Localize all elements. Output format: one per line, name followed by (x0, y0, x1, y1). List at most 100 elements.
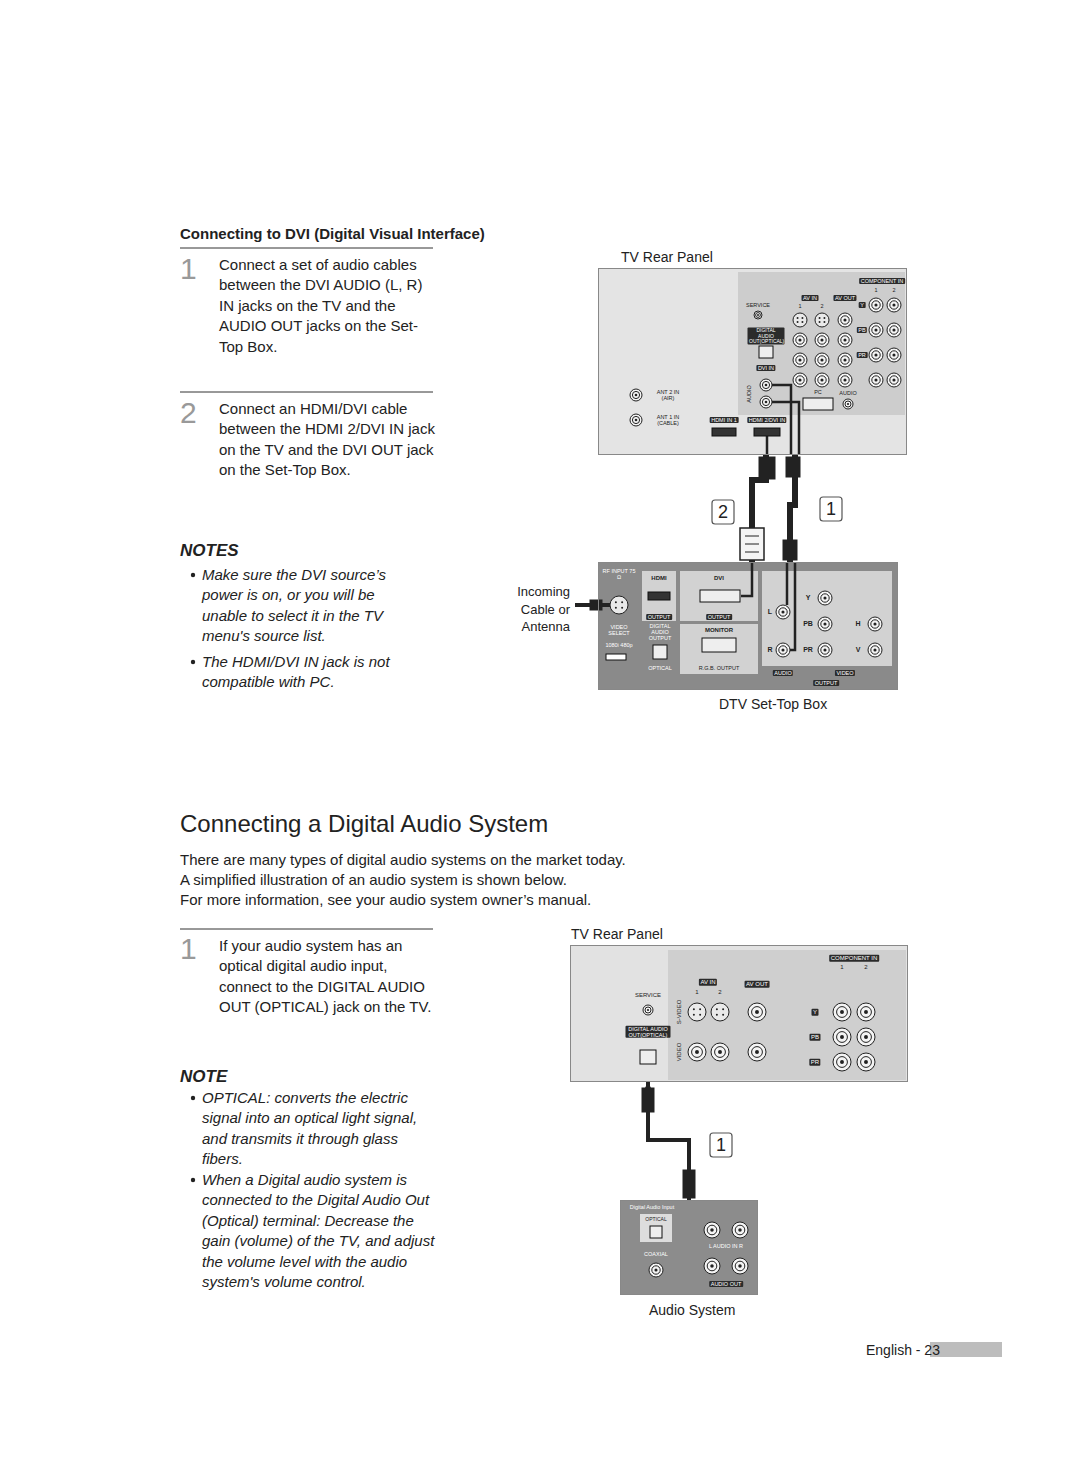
rca-jack (857, 1003, 875, 1021)
rca-jack (837, 1057, 848, 1068)
rca-jack (823, 596, 826, 599)
rca-jack (632, 391, 639, 398)
rca-jack (872, 326, 880, 334)
tv-panel-2-ground (570, 945, 908, 1082)
body-text: A simplified illustration of an audio sy… (180, 870, 567, 890)
step-number: 1 (180, 252, 197, 285)
rca-jack (793, 373, 807, 387)
jack-label: RF INPUT 75 Ω (600, 568, 638, 580)
rca-jack (815, 333, 829, 347)
jack-label: V (856, 646, 861, 654)
plugs (642, 1088, 654, 1112)
rca-jack (871, 620, 879, 628)
rca-jack (704, 1258, 720, 1274)
jack-label: DIGITAL AUDIO OUT(OPTICAL) (626, 1026, 671, 1038)
rca-jack (823, 648, 826, 651)
rca-jack (818, 376, 826, 384)
device-panel: TV Rear Panel (598, 268, 907, 455)
rca-jack (710, 1264, 714, 1268)
jack-label: 2 (864, 964, 867, 971)
rca-jack (776, 643, 790, 657)
jacks (610, 298, 901, 1277)
rca-jack (704, 1258, 720, 1274)
bullets (191, 1178, 195, 1182)
rca-jack (887, 348, 901, 362)
rca-jack (781, 648, 784, 651)
rca-jack (815, 373, 829, 387)
round-connector (819, 321, 821, 323)
ports (803, 398, 833, 410)
rca-jack (843, 399, 853, 409)
rca-jack (711, 1043, 729, 1061)
rca-jack (818, 336, 826, 344)
jack-label: OUTPUT (813, 680, 839, 686)
body-text: OPTICAL: converts the electric signal in… (202, 1088, 438, 1170)
rca-jack (635, 419, 638, 422)
rca-jack (815, 373, 829, 387)
body-text: Make sure the DVI source’s power is on, … (202, 565, 420, 647)
round-connector (797, 321, 799, 323)
jack-label: 2 (820, 303, 823, 309)
rca-jack (868, 617, 882, 631)
body-text: NOTE (180, 1065, 227, 1088)
ports (650, 1226, 662, 1238)
rca-jack (821, 646, 829, 654)
plugs (745, 544, 759, 545)
rca-jack (869, 298, 883, 312)
rca-jack (872, 301, 880, 309)
stb-ground (762, 571, 892, 666)
rca-jack (760, 379, 772, 391)
audio-system-ground (620, 1200, 758, 1295)
rca-jack (818, 356, 826, 364)
rca-jack (892, 328, 895, 331)
body-text: For more information, see your audio sys… (180, 890, 591, 910)
rca-jack (887, 298, 901, 312)
body-text: Incoming Cable or Antenna (506, 583, 570, 636)
rca-jack (841, 356, 849, 364)
rca-jack (869, 373, 883, 387)
jack-label: HDMI 2/DVI IN (747, 417, 786, 423)
rca-jack (760, 396, 772, 408)
rca-jack (843, 338, 846, 341)
round-connector (688, 1003, 706, 1021)
rca-jack (757, 314, 759, 316)
panel-caption: TV Rear Panel (571, 926, 663, 942)
rca-jack (735, 1225, 745, 1235)
rca-jack (732, 1222, 748, 1238)
bullets (191, 573, 195, 577)
rca-jack (710, 1228, 714, 1232)
jack-label: S-VIDEO (676, 1000, 683, 1025)
body-text: NOTES (180, 539, 239, 562)
rca-jack (630, 389, 642, 401)
rca-jack (752, 1047, 763, 1058)
ports (702, 638, 736, 652)
rca-jack (872, 351, 880, 359)
rca-jack (874, 328, 877, 331)
rca-jack (815, 353, 829, 367)
step-number: 1 (180, 932, 197, 965)
jack-label: HDMI (651, 575, 666, 582)
jack-label: COMPONENT IN (829, 955, 879, 962)
internal-wires (790, 562, 795, 650)
body-text: Connect a set of audio cables between th… (219, 255, 441, 357)
round-connector (711, 1003, 729, 1021)
tv-panel-1-ground (738, 272, 905, 415)
rca-jack (652, 1266, 660, 1274)
jack-label: 2 (892, 287, 895, 293)
rca-jack (818, 617, 832, 631)
rca-jack (847, 403, 849, 405)
rca-jack (718, 1050, 722, 1054)
round-connector (610, 596, 628, 614)
jack-label: L (768, 608, 772, 616)
rca-jack (793, 353, 807, 367)
rca-jack (833, 1028, 851, 1046)
jack-label: COMPONENT IN (859, 278, 905, 284)
jack-label: OPTICAL (645, 1217, 666, 1223)
rca-jack (887, 373, 901, 387)
rca-jack (838, 333, 852, 347)
rca-jack (874, 378, 877, 381)
rca-jack (762, 381, 769, 388)
stb-ground (642, 571, 676, 621)
internal-wires (786, 562, 789, 605)
plugs (783, 540, 797, 560)
